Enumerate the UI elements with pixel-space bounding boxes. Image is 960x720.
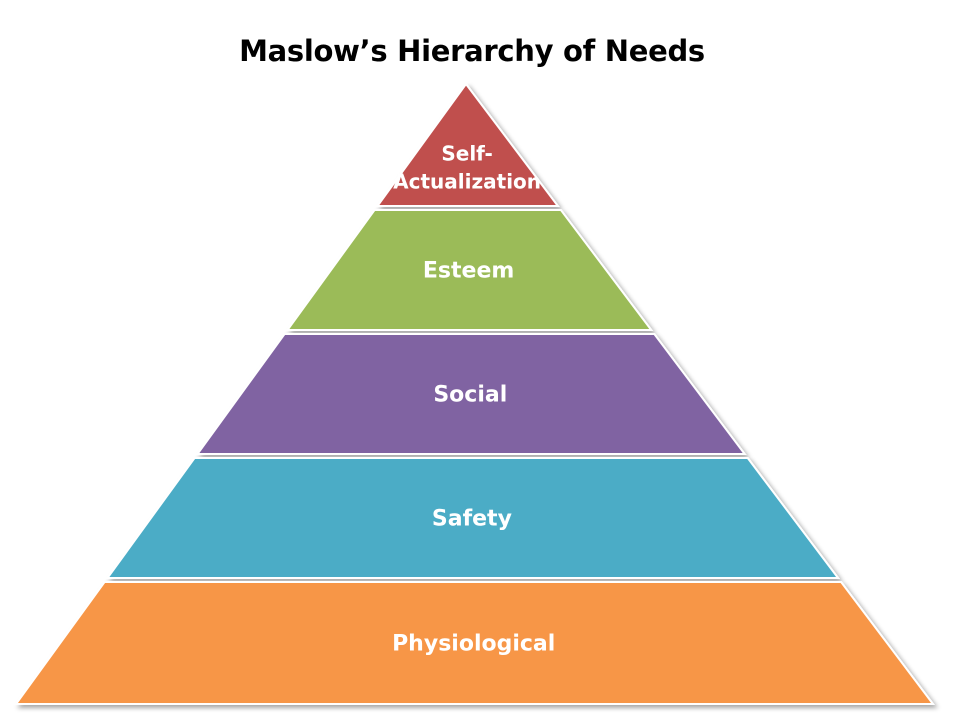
pyramid-tier-0 — [375, 82, 560, 207]
pyramid-tier-3 — [105, 457, 841, 579]
pyramid-tier-4 — [14, 581, 936, 705]
pyramid-tier-1 — [285, 209, 654, 331]
pyramid-tier-2-label-line-0: Social — [433, 383, 507, 408]
pyramid-tier-1-label-line-0: Esteem — [423, 259, 514, 284]
pyramid-tier-2 — [195, 333, 747, 455]
pyramid-tier-0-label-line-1: Actualization — [393, 170, 541, 194]
pyramid-tier-0-label-line-0: Self- — [441, 142, 492, 166]
pyramid-tier-3-label-line-0: Safety — [432, 507, 512, 532]
pyramid-tier-4-label-line-0: Physiological — [392, 632, 555, 657]
diagram-title: Maslow’s Hierarchy of Needs — [239, 34, 705, 68]
